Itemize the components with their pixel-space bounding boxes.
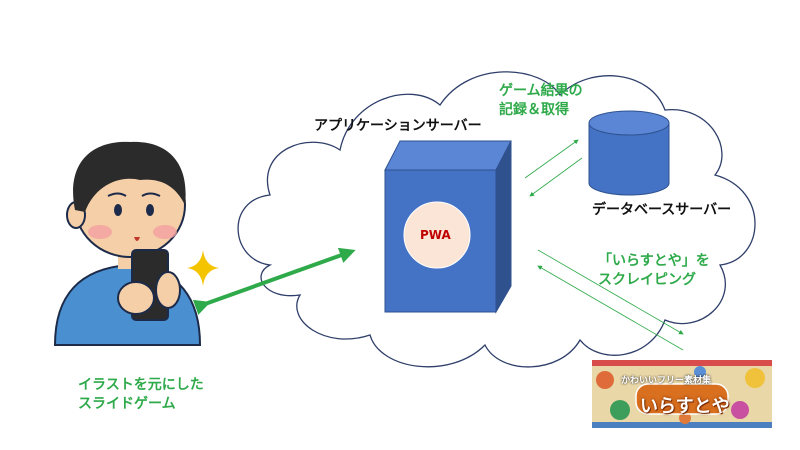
download-arrow [529, 157, 583, 197]
sparkle-icon [187, 250, 219, 286]
slide-game-label-line1: イラストを元にした [78, 377, 204, 393]
server-box [384, 140, 512, 314]
banner-title: いらすとや [640, 396, 730, 417]
scrape-label-line1: 「いらすとや」を [598, 253, 710, 269]
upload-arrow [524, 139, 579, 179]
scrape-label-line2: スクレイピング [598, 272, 696, 288]
pwa-circle [403, 201, 471, 269]
game-results-label-line2: 記録＆取得 [499, 102, 569, 118]
banner-subtitle: かわいいフリー素材集 [621, 376, 712, 386]
user-pwa-arrow [192, 247, 356, 315]
scrape-arrow-out [537, 249, 684, 335]
pwa-label: PWA [420, 228, 451, 242]
app-server-label: アプリケーションサーバー [314, 118, 482, 134]
irasutoya-banner-image [592, 360, 772, 428]
db-server-label: データベースサーバー [592, 202, 732, 218]
database-cylinder-icon [588, 110, 670, 196]
slide-game-label-line2: スライドゲーム [78, 396, 176, 412]
scrape-arrow-in [537, 265, 684, 351]
game-results-label-line1: ゲーム結果の [499, 83, 583, 99]
person-illustration [53, 141, 202, 346]
